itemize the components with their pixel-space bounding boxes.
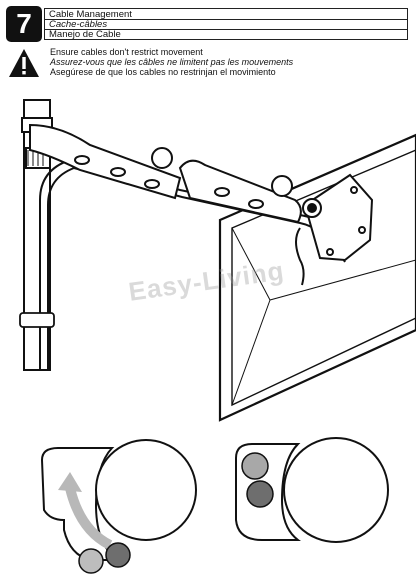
cable-circle-icon: [105, 542, 131, 568]
title-divider: [45, 29, 407, 30]
warning-text-es: Asegúrese de que los cables no restrinja…: [50, 67, 276, 77]
title-divider: [45, 19, 407, 20]
warning-text-fr: Assurez-vous que les câbles ne limitent …: [50, 57, 294, 67]
pole-cable-clip: [19, 312, 55, 328]
monitor-panel: [218, 133, 416, 422]
cable-clip-detail-right: [235, 437, 389, 543]
cable-clip-detail-left: [40, 439, 197, 574]
step-number-badge: 7: [6, 6, 42, 42]
step-title-fr: Cache-câbles: [49, 19, 108, 30]
cable-circle-icon: [246, 480, 274, 508]
warning-text-en: Ensure cables don't restrict movement: [50, 47, 203, 57]
cable-management-illustration: [19, 99, 416, 574]
warning-triangle-icon: [9, 49, 39, 77]
cable-circle-icon: [78, 548, 104, 574]
monitor-arm: [29, 123, 302, 224]
step-title-es: Manejo de Cable: [49, 29, 121, 40]
arrow-icon: [58, 472, 82, 492]
cable-circle-icon: [241, 452, 269, 480]
vesa-mount-plate: [302, 173, 374, 262]
step-header: 7 Cable Management Cache-câbles Manejo d…: [6, 6, 410, 42]
step-title-box: Cable Management Cache-câbles Manejo de …: [44, 8, 408, 40]
step-title-en: Cable Management: [49, 9, 132, 20]
